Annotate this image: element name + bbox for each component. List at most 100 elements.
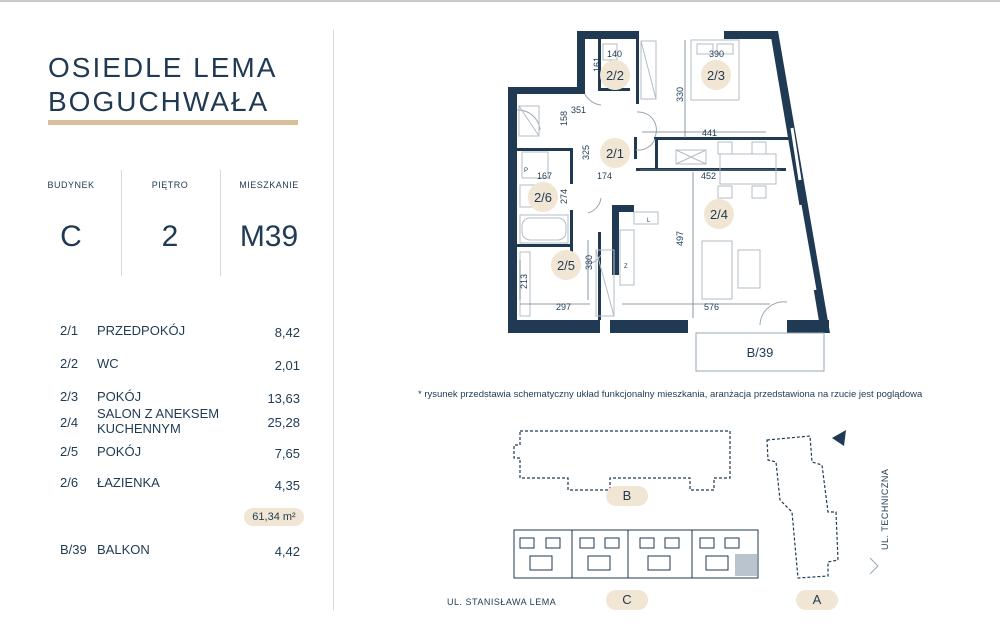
room-marker [704,199,734,229]
balcony-outline [695,332,825,372]
wardrobe-2 [595,249,615,317]
room-row: 2/6 ŁAZIENKA 4,35 [60,475,300,501]
floor-value: 2 [161,220,179,253]
dimension-labels: 140 161 390 330 441 351 158 325 167 174 … [519,49,724,312]
building-a-badge: A [796,590,838,610]
room-label: 2/3 [707,68,725,83]
title-line-2: BOGUCHWAŁA [48,86,270,117]
total-area-badge: 61,34 m² [244,508,304,526]
panel-divider [333,30,334,610]
closet [675,149,707,165]
room-label: 2/4 [710,207,728,222]
inner-walls [517,39,789,320]
dimension-lines [519,40,780,318]
room-marker [600,138,630,168]
fixture-label: P [524,168,528,174]
room-area: 4,35 [274,478,300,493]
floor-plan: 2/1 2/2 2/3 2/4 2/5 2/6 B/39 140 161 390… [508,31,830,372]
room-row: 2/4 SALON Z ANEKSEM KUCHENNYM 25,28 [60,406,300,438]
room-area: 25,28 [267,415,300,430]
room-name: WC [97,356,119,371]
room-row: 2/2 WC 2,01 [60,356,300,382]
dim-label: 161 [592,57,602,72]
dim-label: 167 [537,171,552,181]
building-column: BUDYNEK C [22,180,120,254]
table [737,249,761,289]
north-arrow-icon [832,430,846,446]
dim-label: 297 [556,302,571,312]
dim-label: 274 [559,189,569,204]
building-label: BUDYNEK [47,180,95,190]
balcony-row: B/39 BALKON 4,42 [60,542,300,568]
windows [790,127,817,291]
dim-label: 140 [607,49,622,59]
dim-label: 441 [702,128,717,138]
room-label: 2/1 [606,146,624,161]
outer-walls [508,31,830,333]
building-c-outline [513,529,759,579]
door-swings [516,93,788,326]
title-line-1: OSIEDLE LEMA [48,52,278,83]
room-name: SALON Z ANEKSEM KUCHENNYM [97,406,220,436]
balcony-label: B/39 [747,345,774,360]
dim-label: 452 [701,171,716,181]
room-label: 2/6 [534,190,552,205]
room-name: ŁAZIENKA [97,475,160,490]
room-code: 2/6 [60,475,79,490]
dim-label: 330 [675,87,685,102]
room-row: 2/5 POKÓJ 7,65 [60,444,300,470]
building-c-badge: C [606,590,648,610]
balcony-area: 4,42 [274,544,300,559]
room-marker [600,60,630,90]
room-code: 2/2 [60,356,79,371]
bed [690,39,740,101]
arrow-right-icon [869,557,879,575]
dim-label: 497 [675,231,685,246]
dim-label: 158 [559,111,569,126]
room-code: 2/1 [60,323,79,338]
plan-footnote: * rysunek przedstawia schematyczny układ… [418,389,923,400]
room-area: 8,42 [274,325,300,340]
building-b-badge: B [606,486,648,506]
room-code: 2/3 [60,389,79,404]
room-code: 2/4 [60,415,79,430]
room-marker [701,60,731,90]
room-row: 2/3 POKÓJ 13,63 [60,389,300,415]
meta-divider [121,170,122,276]
street-technical-label: UL. TECHNICZNA [880,468,890,550]
fixture-label: L [647,218,651,224]
room-label: 2/2 [606,68,624,83]
dim-label: 325 [581,145,591,160]
building-b-outline [513,430,731,491]
dim-label: 390 [709,49,724,59]
dim-label: 213 [519,274,529,289]
room-name: POKÓJ [97,444,142,459]
balcony-name: BALKON [97,542,150,557]
room-label: 2/5 [557,258,575,273]
room-marker [528,182,558,212]
dining-table [719,153,777,185]
furniture [518,39,777,317]
highlighted-apartment [735,554,757,576]
street-lema-label: UL. STANISŁAWA LEMA [447,597,557,607]
top-border [0,0,1000,2]
room-row: 2/1 PRZEDPOKÓJ 8,42 [60,323,300,349]
room-area: 13,63 [267,391,300,406]
dim-label: 330 [584,255,594,270]
dim-label: 576 [704,302,719,312]
room-area: 2,01 [274,358,300,373]
room-name: PRZEDPOKÓJ [97,323,186,338]
kitchen-counter [619,229,635,286]
fixture-labels: P L Z [524,168,651,270]
room-labels: 2/1 2/2 2/3 2/4 2/5 2/6 B/39 [528,60,773,360]
room-code: 2/5 [60,444,79,459]
apartment-value: M39 [239,220,299,253]
dim-label: 174 [597,171,612,181]
bathtub [519,214,569,244]
room-marker [551,250,581,280]
wc-bowl [602,43,618,61]
building-value: C [60,220,82,253]
washer [521,151,549,179]
apartment-label: MIESZKANIE [239,180,299,190]
site-plan [513,430,879,579]
